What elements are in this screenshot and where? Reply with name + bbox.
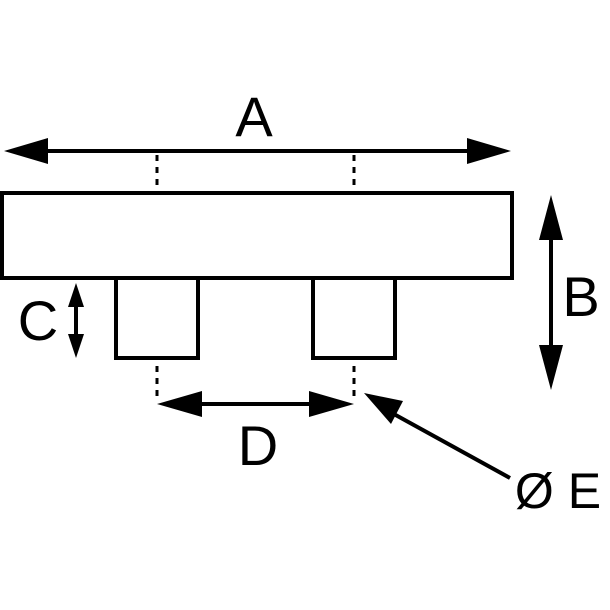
dimension-d-arrow-left <box>157 391 202 417</box>
pin-left <box>114 276 200 360</box>
dimension-b: B <box>539 195 600 390</box>
dimension-b-arrow-up <box>539 195 563 240</box>
label-d: D <box>238 414 278 477</box>
leader-e-arrow <box>364 393 403 424</box>
dimension-c: C <box>18 283 84 358</box>
dimension-c-arrow-down <box>68 334 84 358</box>
dimension-b-arrow-down <box>539 345 563 390</box>
dimension-a: A <box>4 85 511 164</box>
dimension-c-arrow-up <box>68 283 84 307</box>
dimension-a-arrow-right <box>467 138 511 164</box>
pin-right <box>311 276 397 360</box>
label-e: Ø E <box>515 463 601 519</box>
dimension-a-arrow-left <box>4 138 48 164</box>
leader-e-line <box>391 411 511 480</box>
dimension-d-arrow-right <box>309 391 354 417</box>
leader-e: Ø E <box>364 393 601 519</box>
label-c: C <box>18 289 58 352</box>
label-b: B <box>562 265 599 328</box>
label-a: A <box>235 85 273 148</box>
dimension-d: D <box>157 391 354 477</box>
plate-body <box>0 191 514 280</box>
